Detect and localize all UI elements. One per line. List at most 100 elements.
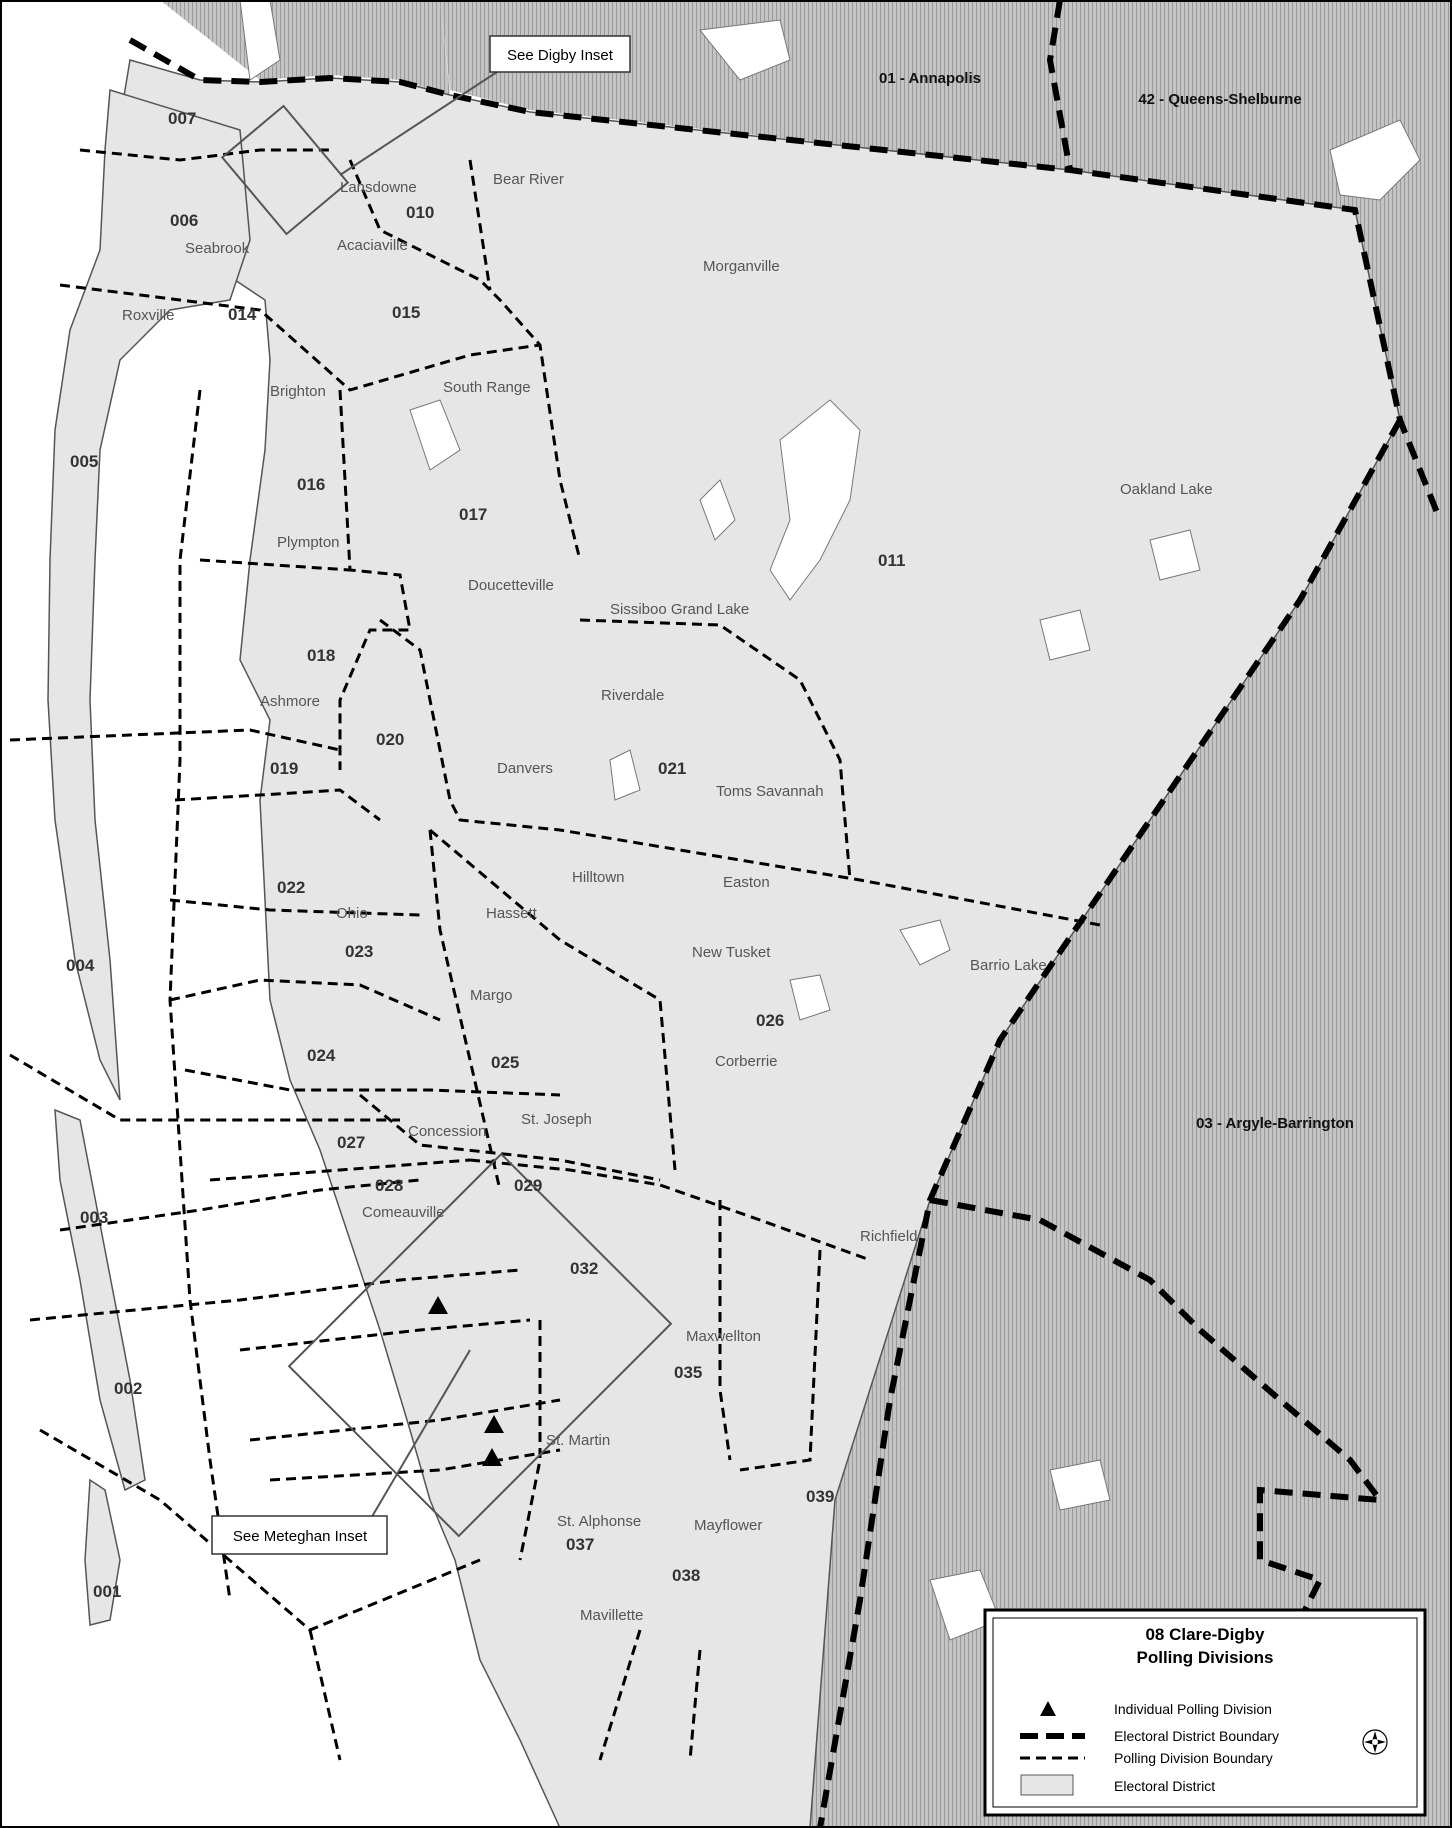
poll-021: 021 [658,759,686,778]
poll-026: 026 [756,1011,784,1030]
pd-line-13 [428,829,502,1191]
place-mavillette: Mavillette [580,1607,643,1624]
pd-line-31 [688,1649,702,1761]
electoral-district-boundaries [128,0,1443,1828]
pd-line-27 [739,1249,822,1472]
polling-division-numbers: 001 002 003 004 005 006 007 010 011 014 … [66,109,905,1601]
poll-011: 011 [878,551,905,570]
edb-annapolis-queens [1046,0,1073,171]
poll-038: 038 [672,1566,700,1585]
legend-label-individual: Individual Polling Division [1114,1701,1272,1717]
meteghan-inset-callout[interactable]: See Meteghan Inset [211,1515,388,1555]
place-comeauville: Comeauville [362,1204,445,1221]
place-morganville: Morganville [703,258,780,275]
pd-line-24 [269,1448,561,1482]
place-concession: Concession [408,1123,486,1140]
compass-ring [1362,1729,1388,1755]
legend-title-line2: Polling Divisions [1137,1648,1274,1667]
poll-010: 010 [406,203,434,222]
poll-024: 024 [307,1046,336,1065]
brier-island [84,1478,121,1626]
place-roxville: Roxville [122,307,175,324]
place-south-range: South Range [443,379,531,396]
poll-018: 018 [307,646,335,665]
poll-025: 025 [491,1053,519,1072]
edb-north [128,37,1443,522]
poll-015: 015 [392,303,420,322]
pd-line-7 [9,728,341,752]
poll-035: 035 [674,1363,702,1382]
lake-bay-north [239,0,281,81]
place-ohio: Ohio [336,905,368,922]
place-bear-river: Bear River [493,171,564,188]
legend-label-district: Electoral District [1114,1778,1215,1794]
pd-line-17 [359,1093,661,1182]
pd-line-6 [199,558,351,572]
legend-district-swatch [1020,1774,1074,1796]
pd-line-19 [59,1178,421,1232]
place-toms-savannah: Toms Savannah [716,783,824,800]
place-acaciaville: Acaciaville [337,237,408,254]
poll-023: 023 [345,942,373,961]
digby-callout-box[interactable] [489,35,631,73]
place-mayflower: Mayflower [694,1517,762,1534]
individual-polling-markers [428,1296,504,1466]
pd-line-22 [239,1318,531,1352]
polling-division-boundaries [9,148,1101,1761]
digby-inset-callout[interactable]: See Digby Inset [489,35,631,73]
lake-northeast [1329,119,1421,201]
outside-district-east [440,0,1452,1828]
place-st-martin: St. Martin [546,1432,610,1449]
lake-east-1 [1149,529,1201,581]
place-danvers: Danvers [497,760,553,777]
pd-line-15 [184,1068,561,1097]
poll-020: 020 [376,730,404,749]
lakes [239,0,1421,1641]
pd-line-9 [379,618,1101,927]
meteghan-callout-box[interactable] [211,1515,388,1555]
lake-barrio [899,919,951,966]
lake-south-range [409,399,461,471]
pd-line-11 [169,898,421,917]
poll-037: 037 [566,1535,594,1554]
pd-line-14 [429,828,677,1171]
pd-line-28 [39,1428,481,1632]
poll-029: 029 [514,1176,542,1195]
poll-004: 004 [66,956,95,975]
legend-inner-frame [992,1617,1418,1808]
place-hassett: Hassett [486,905,538,922]
place-margo: Margo [470,987,513,1004]
pd-line-4 [468,159,492,291]
lake-new-tusket [789,974,831,1021]
poll-003: 003 [80,1208,108,1227]
pd-line-20 [469,1158,871,1262]
edb-argyle-inner [929,1197,1387,1622]
digby-callout-leader [339,69,501,176]
district-label-annapolis: 01 - Annapolis [879,70,981,87]
lake-east-2 [1039,609,1091,661]
place-seabrook: Seabrook [185,240,250,257]
meteghan-callout-label[interactable]: See Meteghan Inset [233,1528,368,1545]
digby-callout-label[interactable]: See Digby Inset [507,47,614,64]
pd-line-21 [29,1268,521,1322]
compass-rose-icon [1362,1729,1388,1755]
place-new-tusket: New Tusket [692,944,771,961]
lake-sissiboo [699,479,736,541]
poll-001: 001 [93,1582,121,1601]
poll-019: 019 [270,759,298,778]
legend-title-line1: 08 Clare-Digby [1145,1625,1265,1644]
pd-line-2 [59,283,541,392]
poll-017: 017 [459,505,487,524]
place-lansdowne: Lansdowne [340,179,417,196]
pd-line-29 [308,1629,342,1761]
place-easton: Easton [723,874,770,891]
poll-039: 039 [806,1487,834,1506]
place-maxwellton: Maxwellton [686,1328,761,1345]
pd-line-3 [348,159,582,561]
poll-016: 016 [297,475,325,494]
place-corberrie: Corberrie [715,1053,778,1070]
polling-marker [428,1296,448,1314]
meteghan-callout-leader [369,1349,471,1521]
